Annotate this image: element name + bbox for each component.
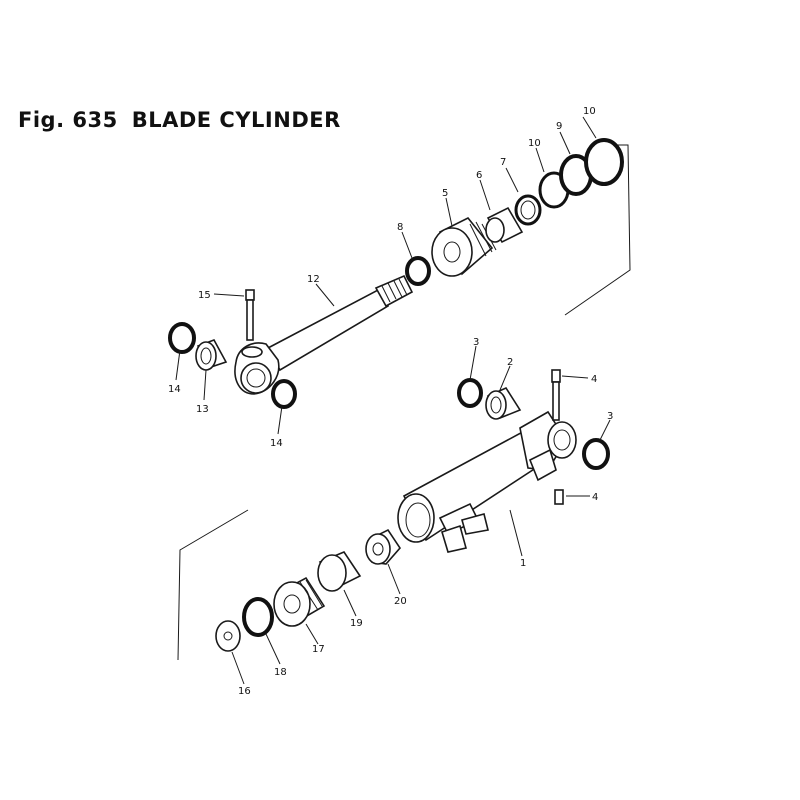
leader-19: [343, 589, 357, 617]
piston-ring-18: [242, 597, 274, 637]
dust-seal-14-lower: [271, 379, 297, 409]
rod-seal-8: [405, 256, 431, 286]
leader-15: [213, 293, 245, 297]
callout-13: 13: [196, 404, 209, 415]
group-bracket-lower: [177, 509, 249, 661]
figure-caption: BLADE CYLINDER: [131, 108, 341, 132]
callout-15: 15: [198, 290, 211, 301]
callout-7: 7: [500, 157, 506, 168]
grease-fitting-15: [245, 289, 255, 341]
callout-10: 10: [528, 138, 541, 149]
bushing-6: [485, 206, 524, 244]
callout-19: 19: [350, 618, 363, 629]
figure-title: Fig. 635 BLADE CYLINDER: [18, 108, 341, 132]
washer-16: [215, 620, 241, 652]
leader-3-left: [469, 345, 477, 381]
dust-seal-3-right: [582, 438, 610, 470]
callout-20: 20: [394, 596, 407, 607]
callout-6: 6: [476, 170, 482, 181]
ring-19: [317, 551, 362, 592]
leader-5: [445, 197, 453, 227]
callout-1: 1: [520, 558, 526, 569]
callout-3-left: 3: [473, 337, 479, 348]
callout-14-lower: 14: [270, 438, 283, 449]
leader-7: [505, 167, 519, 193]
leader-14-upper: [175, 349, 181, 381]
callout-3-right: 3: [607, 411, 613, 422]
callout-11: 10: [583, 106, 596, 117]
leader-12: [315, 283, 335, 307]
leader-2: [499, 365, 511, 391]
leader-14-lower: [277, 405, 283, 435]
cylinder-tube-1: [397, 410, 577, 553]
leader-11: [582, 116, 597, 139]
callout-12: 12: [307, 274, 320, 285]
leader-18: [265, 633, 281, 665]
callout-2: 2: [507, 357, 513, 368]
leader-4-upper: [561, 375, 589, 379]
o-ring-11: [584, 138, 624, 186]
leader-10: [535, 147, 545, 173]
figure-number: Fig. 635: [18, 108, 118, 132]
callout-18: 18: [274, 667, 287, 678]
piston-rod-12: [234, 274, 414, 395]
leader-8: [401, 231, 413, 259]
leader-20: [387, 563, 401, 595]
callout-9: 9: [556, 121, 562, 132]
dust-seal-3-left: [457, 378, 483, 408]
leader-13: [203, 369, 207, 401]
packing-7: [514, 194, 542, 226]
callout-4-lower: 4: [592, 492, 598, 503]
bushing-13: [195, 339, 228, 371]
leader-6: [479, 179, 491, 211]
grease-fitting-4-upper: [551, 369, 561, 421]
nut-20: [365, 528, 402, 565]
callout-17: 17: [312, 644, 325, 655]
piston-17: [273, 576, 326, 627]
callout-5: 5: [442, 188, 448, 199]
leader-1: [509, 509, 523, 557]
callout-14-upper: 14: [168, 384, 181, 395]
grease-fitting-4-lower: [554, 489, 564, 505]
leader-16: [231, 651, 245, 685]
leader-3-right: [599, 419, 611, 441]
leader-9: [559, 131, 571, 155]
cylinder-head-5: [431, 216, 497, 277]
dust-seal-14-upper: [168, 322, 196, 354]
bushing-2: [485, 386, 522, 420]
callout-4-upper: 4: [591, 374, 597, 385]
callout-16: 16: [238, 686, 251, 697]
callout-8: 8: [397, 222, 403, 233]
leader-17: [305, 623, 319, 645]
